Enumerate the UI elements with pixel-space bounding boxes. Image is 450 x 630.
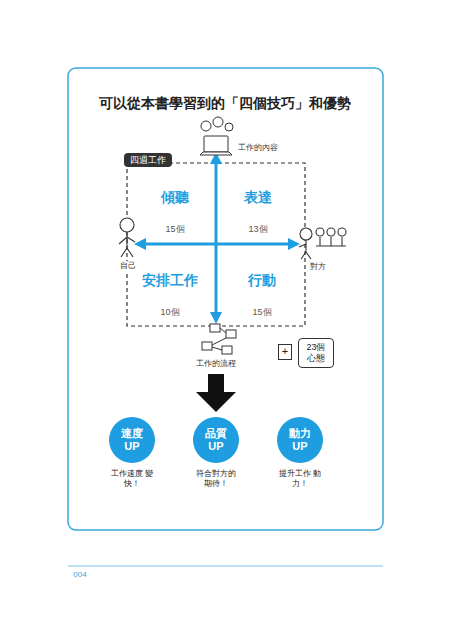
quadrant-heading: 行動: [247, 272, 277, 289]
benefit-heading: 品質 UP: [203, 427, 229, 452]
benefit-circle: 動力 UP 提升工作 動力！: [275, 417, 325, 490]
box-text: 23個 心態: [304, 342, 327, 364]
result-arrow: [196, 374, 236, 412]
plus-box: +: [278, 344, 292, 359]
tag-box: 四週工作: [124, 153, 172, 168]
count-label: 13個: [247, 224, 268, 235]
quadrant-heading: 表達: [243, 189, 273, 206]
circle-shape: 動力 UP: [277, 417, 323, 463]
box-text: 四週工作: [130, 155, 166, 166]
benefit-circle: 速度 UP 工作速度 變快！: [107, 417, 157, 490]
vertical-axis: [215, 158, 218, 318]
axis-label: 工作的內容: [237, 143, 279, 153]
benefit-heading: 速度 UP: [119, 427, 145, 452]
box-text: +: [282, 345, 288, 358]
benefit-caption: 符合對方的 期待！: [194, 469, 239, 490]
page-frame: [68, 68, 383, 530]
footer-rule: [68, 566, 383, 567]
mindset-box: 23個 心態: [298, 338, 333, 368]
circle-shape: 速度 UP: [109, 417, 155, 463]
quadrant-heading: 安排工作: [141, 272, 199, 289]
benefit-heading: 動力 UP: [287, 427, 313, 452]
self-person-icon: [119, 218, 135, 257]
benefit-caption: 提升工作 動力！: [278, 469, 323, 490]
other-people-icon: [299, 228, 346, 259]
computer-icon: [200, 117, 233, 155]
axis-label: 對方: [309, 262, 327, 272]
count-label: 10個: [159, 307, 180, 318]
axis-label: 工作的流程: [195, 359, 237, 369]
axis-label: 自己: [119, 261, 137, 271]
benefit-caption: 工作速度 變快！: [110, 469, 155, 490]
page-number: 004: [72, 570, 87, 580]
benefit-circle: 品質 UP 符合對方的 期待！: [191, 417, 241, 490]
circle-shape: 品質 UP: [193, 417, 239, 463]
count-label: 15個: [164, 224, 185, 235]
quadrant-heading: 傾聽: [160, 189, 190, 206]
workflow-icon: [202, 324, 236, 354]
title: 可以從本書學習到的「四個技巧」和優勢: [99, 95, 351, 112]
horizontal-axis: [140, 243, 294, 246]
count-label: 15個: [251, 307, 272, 318]
